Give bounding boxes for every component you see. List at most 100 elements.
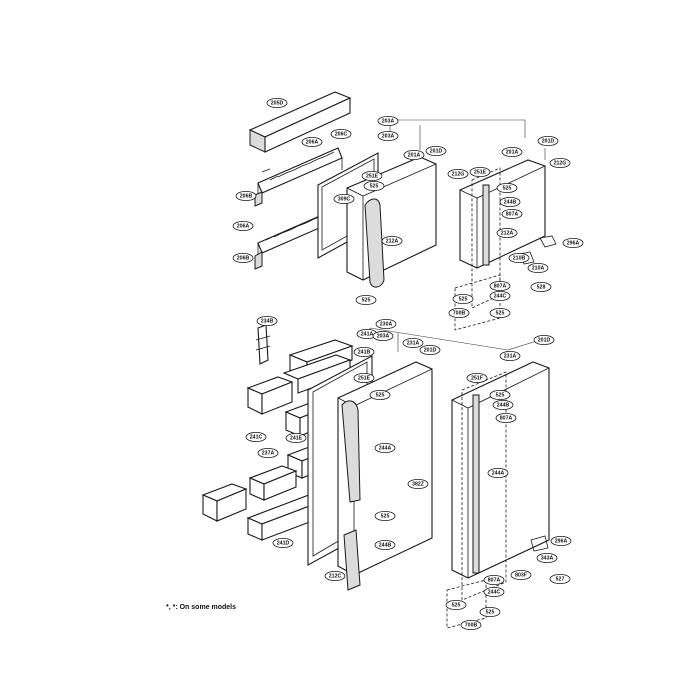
part-callout: 525 xyxy=(374,510,396,521)
part-callout: 231A xyxy=(499,350,521,361)
part-callout-label: 296A xyxy=(555,538,568,544)
part-callout: 231A xyxy=(402,337,424,348)
part-callout-label: 251E xyxy=(358,375,371,381)
fridge-door-bin-left-upper xyxy=(246,376,294,415)
part-callouts: 205D206A206C206B206A206B203A203A201A201D… xyxy=(232,98,584,631)
part-callout: 237A xyxy=(257,447,279,458)
part-callout: 206B xyxy=(232,252,254,263)
part-callout-label: 525 xyxy=(381,513,390,519)
part-callout-label: 206A xyxy=(237,223,250,229)
part-callout-label: 700B xyxy=(465,622,478,628)
part-callout: 244C xyxy=(489,290,511,301)
part-callout: 807A xyxy=(489,280,511,291)
part-callout: 212C xyxy=(324,571,346,582)
part-callout-label: 251E xyxy=(366,173,379,179)
part-callout: 241E xyxy=(285,432,307,443)
part-callout-label: 525 xyxy=(452,602,461,608)
part-callout: 251F xyxy=(466,372,488,383)
part-callout-label: 803F xyxy=(515,572,527,578)
part-callout: 525 xyxy=(489,307,511,318)
part-callout-label: 244A xyxy=(492,470,505,476)
part-callout-label: 210A xyxy=(532,265,545,271)
part-callout: 205D xyxy=(266,98,288,109)
part-callout-label: 244C xyxy=(488,589,501,595)
part-callout-label: 241C xyxy=(250,434,263,440)
part-callout-label: 343A xyxy=(541,555,554,561)
part-callout: 525 xyxy=(445,600,467,611)
part-callout: 201D xyxy=(537,135,559,146)
part-callout-label: 244B xyxy=(379,542,392,548)
part-callout: 210A xyxy=(527,262,549,273)
part-callout: 244A xyxy=(374,442,396,453)
part-callout: 230A xyxy=(375,318,397,329)
part-callout: 700B xyxy=(460,620,482,631)
part-callout: 343A xyxy=(536,553,558,564)
part-callout: 296A xyxy=(562,237,584,248)
part-callout-label: 244B xyxy=(504,199,517,205)
part-callout-label: 525 xyxy=(370,183,379,189)
part-callout: 525 xyxy=(496,182,518,193)
part-callout-label: 212G xyxy=(554,160,567,166)
part-callout: 251E xyxy=(361,170,383,181)
part-callout-label: 212A xyxy=(386,238,399,244)
part-callout-label: 525 xyxy=(496,392,505,398)
part-callout-label: 382Z xyxy=(412,481,425,487)
part-callout-label: 309C xyxy=(338,196,351,202)
part-callout-label: 234B xyxy=(261,318,274,324)
part-callout-label: 201D xyxy=(542,138,555,144)
part-callout: 241D xyxy=(272,538,294,549)
part-callout-label: 201A xyxy=(506,149,519,155)
part-callout: 212G xyxy=(549,157,571,168)
part-callout-label: 241E xyxy=(290,435,303,441)
part-callout-label: 206C xyxy=(335,131,348,137)
part-callout-label: 525 xyxy=(459,296,468,302)
part-callout-label: 201D xyxy=(424,347,437,353)
part-callout: 206A xyxy=(232,220,254,231)
part-callout-label: 807A xyxy=(500,415,513,421)
part-callout: 244B xyxy=(374,540,396,551)
part-callout: 525 xyxy=(479,607,501,618)
part-callout-label: 528 xyxy=(537,284,546,290)
fridge-door-panel xyxy=(337,361,433,576)
part-callout: 807A xyxy=(495,412,517,423)
part-callout-label: 212G xyxy=(452,171,465,177)
part-callout-label: 251F xyxy=(471,375,483,381)
part-callout-label: 525 xyxy=(503,185,512,191)
part-callout: 210B xyxy=(508,252,530,263)
part-callout: 296A xyxy=(550,536,572,547)
part-callout-label: 203A xyxy=(377,333,390,339)
fridge-door-handle xyxy=(341,400,361,591)
part-callout-label: 700B xyxy=(453,310,466,316)
part-callout-label: 525 xyxy=(486,609,495,615)
part-callout: 244A xyxy=(487,467,509,478)
part-callout: 201D xyxy=(425,145,447,156)
part-callout: 244B xyxy=(499,196,521,207)
part-callout: 803F xyxy=(510,570,532,581)
part-callout-label: 231A xyxy=(504,353,517,359)
freezer-door-wire-rack-upper xyxy=(254,147,343,207)
part-callout-label: 244B xyxy=(497,402,510,408)
part-callout: 212A xyxy=(496,227,518,238)
part-callout-label: 525 xyxy=(376,392,385,398)
part-callout-label: 244A xyxy=(379,445,392,451)
part-callout: 525 xyxy=(363,180,385,191)
part-callout: 201A xyxy=(501,146,523,157)
part-callout-label: 206A xyxy=(306,139,319,145)
fridge-door-hinge-part xyxy=(255,324,271,365)
part-callout-label: 237A xyxy=(262,450,275,456)
part-callout-label: 206B xyxy=(237,255,250,261)
part-callout: 241B xyxy=(353,346,375,357)
part-callout: 201D xyxy=(533,334,555,345)
part-callout: 241C xyxy=(245,431,267,442)
part-callout-label: 201A xyxy=(408,152,421,158)
part-callout: 807A xyxy=(501,208,523,219)
part-callout: 234B xyxy=(256,315,278,326)
part-callout-label: 241B xyxy=(358,349,371,355)
part-callout-label: 210B xyxy=(513,255,526,261)
part-callout: 807A xyxy=(483,575,505,586)
part-callout-label: 807A xyxy=(506,211,519,217)
part-callout: 206B xyxy=(235,190,257,201)
part-callout: 241A xyxy=(356,328,378,339)
part-callout-label: 244C xyxy=(494,293,507,299)
